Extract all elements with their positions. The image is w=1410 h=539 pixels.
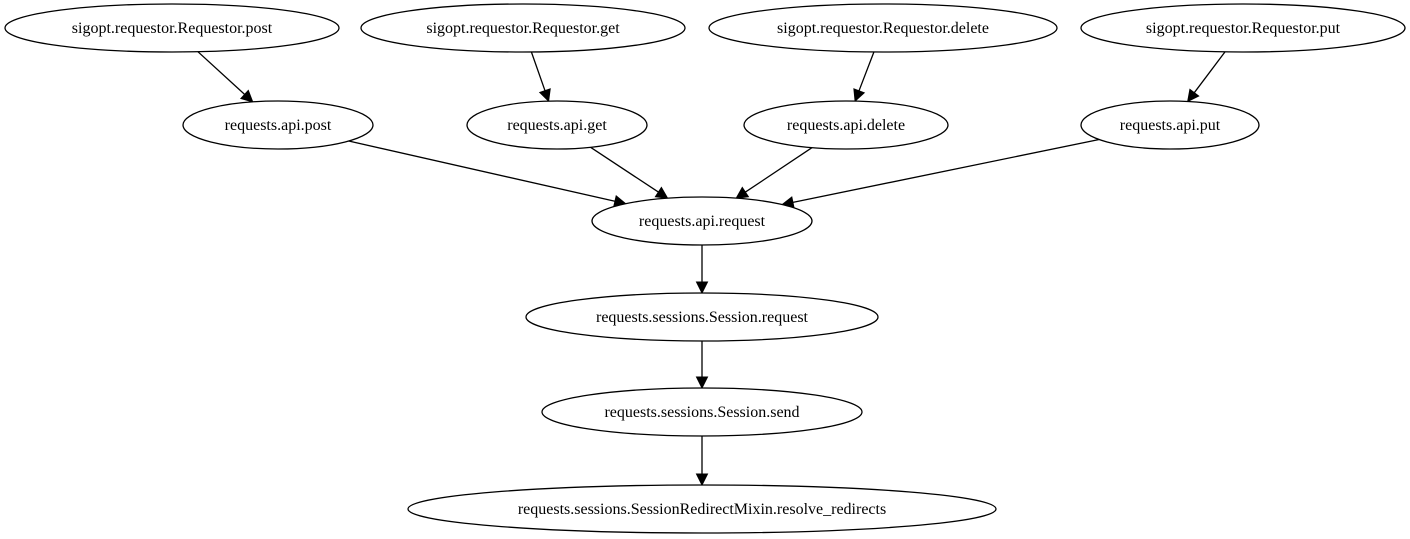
node-ellipse (541, 387, 863, 437)
node-requests-api-delete: requests.api.delete (743, 100, 949, 150)
arrowhead-icon (695, 376, 709, 390)
edge-line (792, 138, 1100, 204)
node-ellipse (182, 100, 374, 150)
node-ellipse (407, 484, 997, 534)
node-label: sigopt.requestor.Requestor.post (72, 20, 273, 37)
node-ellipse (1080, 3, 1406, 53)
edge-line (530, 51, 546, 91)
edge-line (858, 51, 875, 92)
arrowhead-icon (695, 281, 709, 295)
edge-requests-sessions-session-request-to-requests-sessions-session-send (695, 341, 709, 390)
edge-requests-api-put-to-requests-api-request (780, 138, 1100, 209)
arrowhead-icon (239, 89, 254, 103)
edge-sigopt-requestor-requestor-post-to-requests-api-post (197, 51, 254, 103)
edge-sigopt-requestor-requestor-delete-to-requests-api-delete (853, 51, 875, 103)
node-label: requests.sessions.Session.send (604, 404, 799, 421)
node-label: requests.sessions.Session.request (596, 309, 809, 326)
arrowhead-icon (735, 186, 750, 199)
edge-requests-api-delete-to-requests-api-request (735, 147, 813, 199)
edge-line (1193, 51, 1226, 94)
edge-requests-sessions-session-send-to-requests-sessions-sessionredirectmixin-resolve-redirects (695, 436, 709, 487)
node-requests-sessions-session-send: requests.sessions.Session.send (541, 387, 863, 437)
node-ellipse (591, 196, 813, 246)
node-ellipse (1080, 100, 1260, 150)
nodes-layer: sigopt.requestor.Requestor.post sigopt.re… (4, 3, 1406, 534)
edge-sigopt-requestor-requestor-put-to-requests-api-put (1187, 51, 1226, 103)
node-ellipse (360, 3, 686, 53)
arrowhead-icon (853, 88, 866, 103)
node-label: requests.sessions.SessionRedirectMixin.r… (518, 501, 886, 518)
edge-line (590, 146, 659, 193)
edge-sigopt-requestor-requestor-get-to-requests-api-get (530, 51, 551, 103)
arrowhead-icon (654, 186, 669, 199)
edge-line (197, 51, 246, 95)
node-requests-api-get: requests.api.get (466, 100, 648, 150)
edge-requests-api-request-to-requests-sessions-session-request (695, 245, 709, 295)
node-label: requests.api.request (639, 213, 766, 230)
node-label: sigopt.requestor.Requestor.get (426, 20, 620, 37)
edge-line (348, 140, 616, 202)
node-requests-sessions-session-request: requests.sessions.Session.request (525, 292, 879, 342)
node-sigopt-requestor-requestor-put: sigopt.requestor.Requestor.put (1080, 3, 1406, 53)
node-sigopt-requestor-requestor-get: sigopt.requestor.Requestor.get (360, 3, 686, 53)
arrowhead-icon (695, 473, 709, 487)
node-requests-api-put: requests.api.put (1080, 100, 1260, 150)
node-ellipse (708, 3, 1058, 53)
node-sigopt-requestor-requestor-post: sigopt.requestor.Requestor.post (4, 3, 340, 53)
node-label: sigopt.requestor.Requestor.put (1146, 20, 1341, 37)
node-requests-api-request: requests.api.request (591, 196, 813, 246)
edge-requests-api-post-to-requests-api-request (348, 140, 627, 208)
node-ellipse (4, 3, 340, 53)
node-label: requests.api.post (225, 117, 332, 134)
node-label: requests.api.delete (787, 117, 905, 134)
node-ellipse (466, 100, 648, 150)
node-requests-sessions-sessionredirectmixin-resolve-redirects: requests.sessions.SessionRedirectMixin.r… (407, 484, 997, 534)
arrowhead-icon (538, 88, 551, 103)
node-requests-api-post: requests.api.post (182, 100, 374, 150)
arrowhead-icon (1187, 88, 1200, 103)
edges-layer (197, 51, 1226, 487)
node-ellipse (743, 100, 949, 150)
node-ellipse (525, 292, 879, 342)
node-label: sigopt.requestor.Requestor.delete (777, 20, 989, 37)
node-label: requests.api.get (507, 117, 607, 134)
edge-requests-api-get-to-requests-api-request (590, 146, 669, 199)
edge-line (745, 147, 813, 193)
node-sigopt-requestor-requestor-delete: sigopt.requestor.Requestor.delete (708, 3, 1058, 53)
node-label: requests.api.put (1120, 117, 1221, 134)
